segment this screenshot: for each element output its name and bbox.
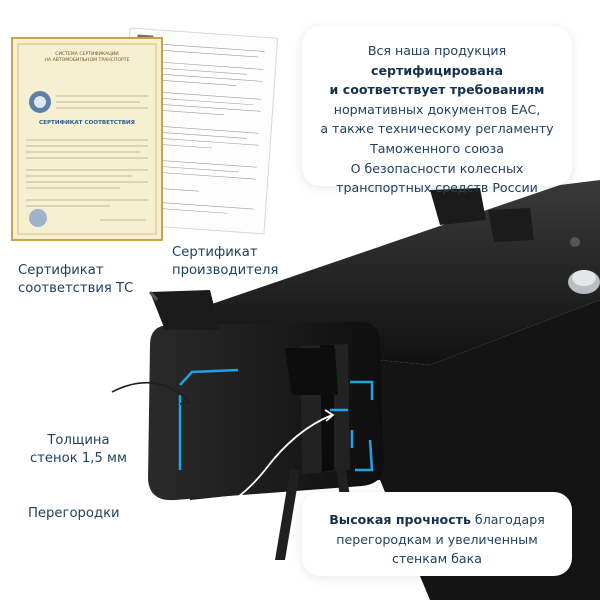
callout-line: транспортных средств России	[336, 180, 538, 196]
label-partitions: Перегородки	[28, 505, 120, 523]
label-cert-maker-line1: Сертификат	[172, 245, 258, 260]
ts-certificate-header-line2: НА АВТОМОБИЛЬНОМ ТРАНСПОРТЕ	[44, 58, 130, 63]
callout-line: О безопасности колесных	[350, 160, 524, 176]
ts-certificate-image	[11, 37, 163, 241]
callout-line-bold: и соответствует требованиям	[329, 82, 545, 98]
ts-certificate-title-text: СЕРТИФИКАТ СООТВЕТСТВИЯ	[39, 120, 135, 126]
label-cert-ts-line2: соответствия ТС	[18, 281, 134, 296]
ts-certificate-header-line1: СИСТЕМА СЕРТИФИКАЦИИ	[55, 52, 119, 57]
ts-certificate-title: СЕРТИФИКАТ СООТВЕТСТВИЯ	[18, 120, 156, 126]
strength-line3: стенкам бака	[392, 551, 482, 567]
strength-line2: перегородкам и увеличенным	[336, 531, 538, 547]
label-wall-line1: Толщина	[47, 433, 110, 448]
label-cert-maker-line2: производителя	[172, 263, 279, 278]
label-cert-ts: Сертификат соответствия ТС	[18, 262, 133, 298]
certification-callout: Вся наша продукция сертифицирована и соо…	[302, 26, 572, 195]
label-cert-maker: Сертификат производителя	[172, 244, 278, 280]
arrow-wall	[111, 381, 189, 401]
callout-line-bold: сертифицирована	[371, 62, 503, 78]
callout-line: Вся наша продукция	[367, 43, 507, 58]
label-wall-thickness: Толщина стенок 1,5 мм	[30, 432, 127, 468]
callout-line: нормативных документов ЕАС,	[333, 101, 541, 117]
label-cert-ts-line1: Сертификат	[18, 263, 104, 278]
strength-callout: Высокая прочность благодаря перегородкам…	[302, 492, 572, 576]
callout-line: а также техническому регламенту	[320, 121, 554, 137]
callout-line: Таможенного союза	[370, 140, 504, 156]
label-partitions-text: Перегородки	[28, 506, 120, 521]
arrow-partition	[117, 414, 333, 520]
ts-certificate-header: СИСТЕМА СЕРТИФИКАЦИИ НА АВТОМОБИЛЬНОМ ТР…	[18, 52, 156, 64]
label-wall-line2: стенок 1,5 мм	[30, 451, 127, 466]
strength-line1: Высокая прочность благодаря	[312, 510, 562, 530]
strength-rest: благодаря	[470, 512, 545, 527]
strength-bold: Высокая прочность	[329, 512, 471, 527]
